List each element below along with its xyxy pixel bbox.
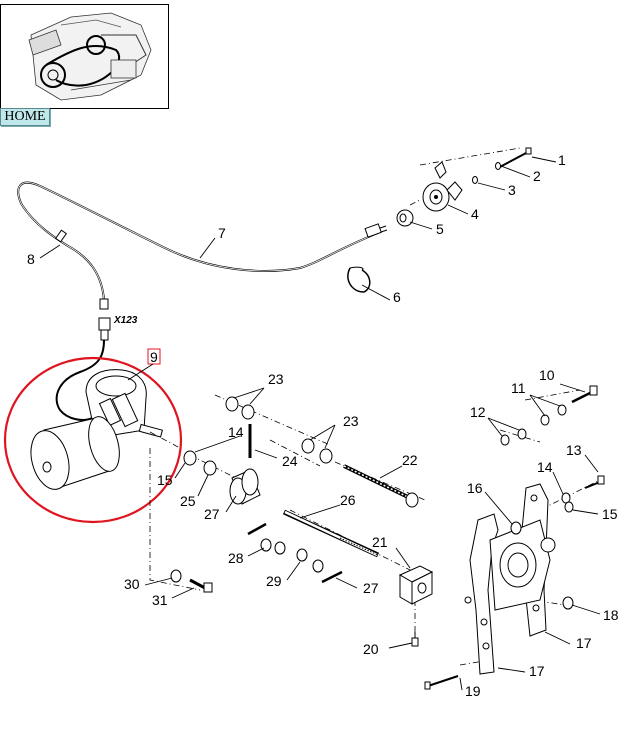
- washer-14-left[interactable]: [183, 450, 197, 466]
- callout-17b[interactable]: 17: [529, 663, 545, 679]
- bracket-17[interactable]: [464, 483, 556, 675]
- washer-2[interactable]: [495, 162, 501, 170]
- callout-13[interactable]: 13: [566, 442, 582, 458]
- callout-19[interactable]: 19: [465, 683, 481, 699]
- callout-17a[interactable]: 17: [576, 635, 592, 651]
- washer-15-right[interactable]: [564, 501, 574, 513]
- callout-27-bottom[interactable]: 27: [363, 580, 379, 596]
- bolt-13[interactable]: [584, 475, 605, 489]
- machine-overview-drawing: [28, 12, 152, 101]
- washer-11a[interactable]: [540, 414, 550, 426]
- motor-assembly[interactable]: [25, 369, 163, 494]
- cable-tie-6[interactable]: [347, 266, 371, 293]
- washer-29a[interactable]: [296, 548, 308, 562]
- callout-15-left[interactable]: 15: [157, 472, 173, 488]
- callout-14-left[interactable]: 14: [228, 424, 244, 440]
- shaft-26[interactable]: [282, 509, 380, 558]
- bushing-23b-left[interactable]: [301, 438, 315, 454]
- washer-29b[interactable]: [312, 559, 324, 573]
- callout-2[interactable]: 2: [533, 168, 541, 184]
- bolt-19[interactable]: [424, 675, 459, 690]
- callout-15-right[interactable]: 15: [602, 506, 618, 522]
- bolt-31[interactable]: [170, 569, 213, 593]
- callout-18[interactable]: 18: [603, 607, 619, 623]
- callout-labels: 1 2 3 4 5 6 7 8 10 11 12 13 14 14 15 15 …: [27, 152, 619, 699]
- block-21[interactable]: [398, 565, 434, 605]
- callout-25[interactable]: 25: [180, 493, 196, 509]
- pin-27-lower[interactable]: [321, 570, 343, 584]
- washer-14-right[interactable]: [561, 492, 571, 504]
- callout-9[interactable]: 9: [150, 349, 158, 365]
- washer-3[interactable]: [472, 176, 478, 184]
- callout-30[interactable]: 30: [124, 576, 140, 592]
- callout-11[interactable]: 11: [511, 380, 526, 396]
- callout-28[interactable]: 28: [228, 550, 244, 566]
- callout-16[interactable]: 16: [467, 480, 483, 496]
- callout-10[interactable]: 10: [539, 367, 555, 383]
- connector-label: X123: [113, 315, 138, 326]
- highlight-circle: [3, 356, 183, 524]
- washer-12b[interactable]: [517, 428, 527, 440]
- callout-22[interactable]: 22: [402, 452, 418, 468]
- bushing-5[interactable]: [396, 209, 414, 227]
- nut-18[interactable]: [562, 596, 574, 610]
- callout-21[interactable]: 21: [372, 534, 388, 550]
- bushing-16[interactable]: [510, 521, 522, 535]
- bolt-10[interactable]: [571, 385, 598, 404]
- bushing-23a-right[interactable]: [241, 404, 255, 420]
- callout-14-right[interactable]: 14: [537, 459, 553, 475]
- callout-8[interactable]: 8: [27, 251, 35, 267]
- pulley-4[interactable]: [422, 161, 463, 212]
- callout-26[interactable]: 26: [340, 492, 356, 508]
- threaded-rod-22[interactable]: [343, 464, 419, 508]
- callout-23-top[interactable]: 23: [268, 371, 284, 387]
- bolt-1[interactable]: [497, 147, 532, 169]
- callout-23-mid[interactable]: 23: [343, 413, 359, 429]
- washer-11b[interactable]: [557, 404, 567, 416]
- coupling-27[interactable]: [229, 468, 261, 505]
- callout-29[interactable]: 29: [266, 573, 282, 589]
- overview-thumbnail[interactable]: [0, 4, 169, 109]
- leader-lines: [39, 156, 601, 691]
- pin-28[interactable]: [247, 522, 267, 536]
- bushing-23b-right[interactable]: [319, 448, 333, 464]
- callout-20[interactable]: 20: [363, 641, 379, 657]
- cable-assembly[interactable]: [17, 181, 388, 310]
- callout-6[interactable]: 6: [393, 289, 401, 305]
- washer-28b[interactable]: [274, 541, 286, 555]
- callout-7[interactable]: 7: [218, 225, 226, 241]
- bushing-25[interactable]: [203, 460, 217, 476]
- home-button[interactable]: HOME: [0, 108, 50, 126]
- fitting-20[interactable]: [411, 632, 419, 647]
- callout-5[interactable]: 5: [436, 221, 444, 237]
- callout-4[interactable]: 4: [471, 206, 479, 222]
- callout-1[interactable]: 1: [558, 152, 566, 168]
- callout-24[interactable]: 24: [282, 453, 298, 469]
- callout-31[interactable]: 31: [152, 592, 168, 608]
- bushing-23a-left[interactable]: [225, 396, 239, 412]
- highlight-label-box: [147, 348, 161, 365]
- callout-12[interactable]: 12: [470, 404, 486, 420]
- callout-3[interactable]: 3: [508, 182, 516, 198]
- callout-27-top[interactable]: 27: [204, 506, 220, 522]
- washer-12a[interactable]: [500, 434, 510, 446]
